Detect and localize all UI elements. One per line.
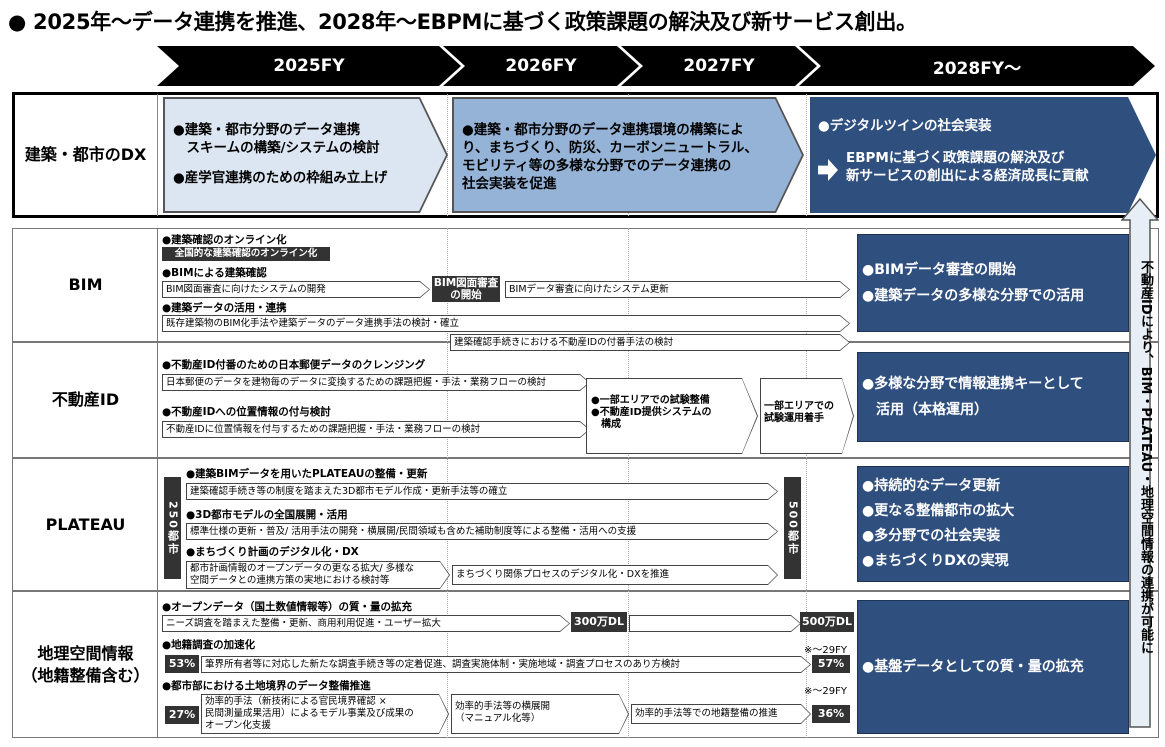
geo-arrow-5: 効率的手法等での地籍整備の推進: [631, 704, 811, 724]
plateau-goal-1: ●持続的なデータ更新: [862, 478, 1001, 494]
geo-box-rollout: 効率的手法等の横展開 （マニュアル化等）: [451, 694, 629, 734]
bim-heading-1: ●建築確認のオンライン化: [162, 234, 287, 246]
fid-trial-line2: ●不動産ID提供システムの: [591, 407, 712, 418]
dx-box3-title: ●デジタルツインの社会実装: [818, 118, 992, 134]
geo-label-line1: 地理空間情報: [37, 643, 134, 663]
bim-arrow-2: BIMデータ審査に向けたシステム更新: [505, 281, 850, 298]
fid-box-operation: 一部エリアでの 試験運用着手: [760, 378, 854, 454]
bim-arrow-4: 建築確認手続きにおける不動産IDの付番手法の検討: [450, 334, 850, 351]
dx-box1-line2: スキームの構築/システムの検討: [173, 140, 380, 156]
fudosan-id-label: 不動産ID: [51, 390, 120, 409]
fid-arrow-1: 日本郵便のデータを建物毎のデータに変換するための課題把握・手法・業務フローの検討: [162, 374, 590, 391]
geo-rollout-line2: （マニュアル化等）: [455, 713, 541, 724]
geo-note-2: ※～29FY: [804, 686, 847, 697]
plateau-heading-2: ●3D都市モデルの全国展開・活用: [186, 509, 348, 521]
geo-arrow-1: ニーズ調査を踏まえた整備・更新、商用利用促進・ユーザー拡大: [162, 615, 570, 632]
plateau-500-cities: 500都市: [784, 477, 801, 579]
geo-heading-2: ●地籍調査の加速化: [162, 639, 256, 651]
fid-heading-2: ●不動産IDへの位置情報の付与検討: [162, 406, 331, 418]
dx-box-2026: ●建築・都市分野のデータ連携環境の構築によ り、まちづくり、防災、カーボンニュー…: [452, 97, 804, 213]
plateau-box-opendata: 都市計画情報のオープンデータの更なる拡大/ 多様な 空間データとの連携方策の実地…: [186, 561, 450, 589]
geo-note-1: ※～29FY: [804, 645, 847, 656]
dx-label: 建築・都市のDX: [24, 145, 147, 164]
geo-goals: ●基盤データとしての質・量の拡充: [857, 600, 1129, 734]
dx-box2-line3: モビリティ等の多様な分野でのデータ連携の: [462, 158, 732, 174]
plateau-arrow-1: 建築確認手続き等の制度を踏まえた3D都市モデル作成・更新手法等の確立: [186, 483, 778, 500]
fid-heading-1: ●不動産ID付番のための日本郵便データのクレンジング: [162, 359, 426, 371]
right-arrow-icon: [818, 159, 838, 181]
row-geo: [12, 591, 1159, 738]
geo-efficient-line2: 民間測量成果活用）によるモデル事業及び成果の: [205, 708, 414, 719]
fid-box-trial: ●一部エリアでの試験整備 ●不動産ID提供システムの 構成: [586, 378, 758, 454]
dx-box2-line1: ●建築・都市分野のデータ連携環境の構築によ: [462, 122, 744, 138]
fid-operation-line1: 一部エリアでの: [764, 401, 834, 412]
fid-goal-1: ●多様な分野で情報連携キーとして: [862, 376, 1084, 392]
timeline-2025: 2025FY: [157, 46, 461, 86]
timeline-2027: 2027FY: [621, 46, 817, 86]
geo-label-line2: （地籍整備含む）: [21, 665, 150, 685]
timeline-2028: 2028FY～: [799, 46, 1155, 86]
fid-goals: ●多様な分野で情報連携キーとして 活用（本格運用）: [857, 352, 1129, 442]
bim-heading-3: ●建築データの活用・連携: [162, 302, 287, 314]
geo-progress-36: 36%: [812, 705, 850, 723]
fid-trial-line3: 構成: [591, 419, 621, 430]
timeline-2026: 2026FY: [443, 46, 639, 86]
side-note: 不動産IDにより、BIM・PLATEAU・地理空間情報の連携が可能に: [1138, 260, 1153, 655]
bim-goal-2: ●建築データの多様な分野での活用: [862, 288, 1085, 304]
plateau-arrow-4: まちづくり関係プロセスのデジタル化・DXを推進: [452, 565, 778, 585]
row-plateau: [12, 458, 1159, 591]
fid-arrow-2: 不動産IDに位置情報を付与するための課題把握・手法・業務フローの検討: [162, 421, 590, 438]
geo-progress-27: 27%: [165, 706, 199, 724]
geo-500-downloads: 500万DL: [800, 612, 854, 632]
fid-goal-2: 活用（本格運用）: [862, 402, 988, 418]
geo-300-downloads: 300万DL: [571, 612, 627, 632]
plateau-goal-4: ●まちづくりDXの実現: [862, 553, 1009, 569]
geo-progress-53: 53%: [165, 655, 199, 673]
dx-section: [12, 92, 1159, 218]
bim-arrow-1: BIM図面審査に向けたシステムの開発: [162, 281, 430, 298]
geo-progress-57: 57%: [812, 655, 850, 673]
plateau-heading-1: ●建築BIMデータを用いたPLATEAUの整備・更新: [186, 468, 428, 480]
geo-arrow-2: 筆界所有者等に対応した新たな調査手続き等の定着促進、調査実施体制・実施地域・調査…: [201, 656, 811, 673]
geo-heading-3: ●都市部における土地境界のデータ整備推進: [162, 680, 371, 692]
dx-box1-line1: ●建築・都市分野のデータ連携: [173, 122, 361, 138]
geo-label: 地理空間情報 （地籍整備含む）: [14, 593, 157, 736]
geo-arrow-1b: [629, 615, 801, 632]
bim-arrow-3: 既存建築物のBIM化手法や建築データのデータ連携手法の検討・確立: [162, 315, 850, 332]
up-arrow-icon: [1121, 198, 1159, 728]
dx-box3-line2: 新サービスの創出による経済成長に貢献: [846, 168, 1089, 184]
plateau-opendata-line1: 都市計画情報のオープンデータの更なる拡大/ 多様な: [190, 563, 415, 574]
dx-box2-line4: 社会実装を促進: [462, 176, 557, 192]
dx-box-2028: ●デジタルツインの社会実装 EBPMに基づく政策課題の解決及び 新サービスの創出…: [810, 97, 1156, 213]
geo-goal-1: ●基盤データとしての質・量の拡充: [862, 659, 1084, 675]
bim-heading-2: ●BIMによる建築確認: [162, 267, 267, 279]
geo-efficient-line3: オープン化支援: [205, 720, 271, 731]
plateau-opendata-line2: 空間データとの連携方策の実地における検討等: [190, 575, 390, 586]
geo-efficient-line1: 効率的手法（新技術による官民境界確認 ×: [205, 696, 387, 707]
plateau-heading-3: ●まちづくり計画のデジタル化・DX: [186, 546, 359, 558]
geo-box-efficient: 効率的手法（新技術による官民境界確認 × 民間測量成果活用）によるモデル事業及び…: [201, 694, 449, 734]
fid-trial-line1: ●一部エリアでの試験整備: [591, 395, 710, 406]
geo-heading-1: ●オープンデータ（国土数値情報等）の質・量の拡充: [162, 601, 413, 613]
plateau-goals: ●持続的なデータ更新 ●更なる整備都市の拡大 ●多分野での社会実装 ●まちづくり…: [857, 466, 1129, 582]
bim-goals: ●BIMデータ審査の開始 ●建築データの多様な分野での活用: [857, 234, 1129, 332]
plateau-arrow-2: 標準仕様の更新・普及/ 活用手法の開発・横展開/民間領域も含めた補助制度等による…: [186, 523, 778, 540]
geo-rollout-line1: 効率的手法等の横展開: [455, 701, 551, 712]
dx-box1-line3: ●産学官連携のための枠組み立上げ: [173, 170, 388, 186]
dx-box-2025: ●建築・都市分野のデータ連携 スキームの構築/システムの検討 ●産学官連携のため…: [163, 97, 448, 213]
page-title: ● 2025年～データ連携を推進、2028年～EBPMに基づく政策課題の解決及び…: [8, 10, 917, 34]
fid-operation-line2: 試験運用着手: [764, 413, 824, 424]
bim-tag-review-start: BIM図面審査の開始: [432, 276, 500, 302]
plateau-250-cities: 250都市: [164, 477, 181, 579]
plateau-label: PLATEAU: [45, 514, 126, 534]
plateau-goal-2: ●更なる整備都市の拡大: [862, 503, 1015, 519]
bim-goal-1: ●BIMデータ審査の開始: [862, 262, 1017, 278]
plateau-goal-3: ●多分野での社会実装: [862, 528, 1001, 544]
dx-box2-line2: り、まちづくり、防災、カーボンニュートラル、: [462, 140, 758, 156]
bim-tag-online: 全国的な建築確認のオンライン化: [162, 247, 330, 261]
dx-box3-line1: EBPMに基づく政策課題の解決及び: [846, 150, 1065, 166]
bim-label: BIM: [68, 275, 103, 294]
